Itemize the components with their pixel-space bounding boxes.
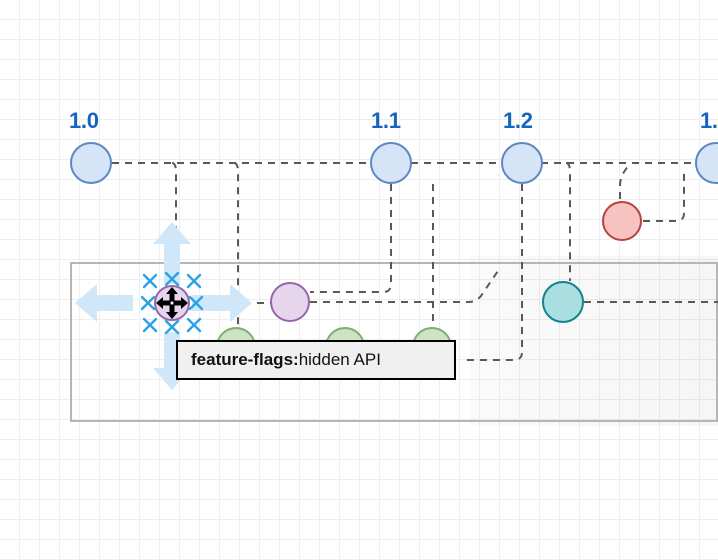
version-label-1-0: 1.0 (69, 108, 99, 133)
edge-trunk-to-rel1 (565, 162, 571, 281)
tooltip-key: feature-flags: (191, 349, 299, 369)
edge-hot1-up (619, 165, 629, 199)
version-label-1-3: 1. (700, 108, 718, 133)
edge-v10-to-wip1 (233, 162, 239, 327)
version-label-1-2: 1.2 (503, 108, 533, 133)
edge-v11-to-feat1 (310, 184, 392, 293)
node-feature[interactable] (270, 282, 310, 322)
edge-v12-to-tooltiplane (466, 184, 523, 361)
version-label-1-1: 1.1 (371, 108, 401, 133)
edge-feat1-to-v12lane (310, 267, 501, 303)
edge-v10-to-dragged (171, 162, 177, 280)
edge-hot1-to-v13 (643, 172, 685, 222)
node-feature-flags-dragged[interactable] (154, 285, 190, 321)
node-version-1-0[interactable] (70, 142, 112, 184)
group-container-box[interactable] (70, 262, 718, 422)
node-hotfix[interactable] (602, 201, 642, 241)
node-version-1-2[interactable] (501, 142, 543, 184)
node-version-1-1[interactable] (370, 142, 412, 184)
tooltip-value: hidden API (298, 349, 381, 369)
node-tooltip: feature-flags: hidden API (176, 340, 456, 380)
node-release[interactable] (542, 281, 584, 323)
